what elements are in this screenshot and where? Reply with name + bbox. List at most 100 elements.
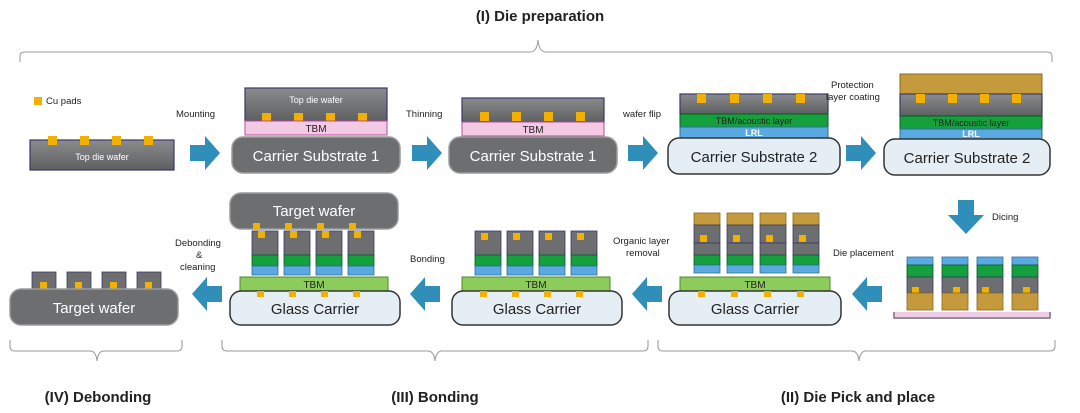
arrow-protection [846, 136, 876, 170]
cu-pad [317, 223, 324, 230]
carrier-substrate-2-a [667, 137, 841, 175]
cu-pad [289, 291, 296, 297]
cu-pad [353, 291, 360, 297]
step-die-placement: Die placement [833, 248, 894, 259]
cu-pad [698, 291, 705, 297]
step-dicing: Dicing [992, 212, 1018, 223]
cu-pad [326, 113, 335, 122]
tbm-label-4: TBM [525, 280, 546, 291]
tbm-layer-2 [461, 121, 605, 137]
brace-bonding [221, 340, 649, 362]
diced-die-column-1 [906, 256, 934, 311]
tbm-label-3: TBM [744, 280, 765, 291]
placed-dies [693, 212, 820, 274]
cu-pad [253, 223, 260, 230]
top-die-wafer-label-2: Top die wafer [289, 95, 343, 105]
arrow-bonding [410, 277, 440, 311]
bonded-dies [251, 230, 375, 276]
tbm-acoustic-label-2: TBM/acoustic layer [933, 118, 1010, 128]
cu-pad [294, 113, 303, 122]
arrow-dicing [948, 200, 984, 234]
section-title-die-preparation: (I) Die preparation [476, 8, 604, 25]
target-wafer-bonded [229, 192, 399, 230]
carrier-substrate-1-b [448, 136, 618, 174]
arrow-mounting [190, 136, 220, 170]
brace-die-pick-place [657, 340, 1056, 362]
cu-pad [576, 112, 585, 121]
tbm-label-1: TBM [305, 124, 326, 135]
cu-pad [731, 291, 738, 297]
cu-pad [544, 291, 551, 297]
arrow-die-placement [852, 277, 882, 311]
step-protection-2: layer coating [826, 92, 880, 103]
carrier-substrate-1-a [231, 136, 401, 174]
arrow-wafer-flip [628, 136, 658, 170]
target-wafer-final [9, 288, 179, 326]
section-title-die-pick-place: (II) Die Pick and place [781, 389, 935, 406]
cu-pad [730, 94, 739, 103]
cu-pad-legend-icon [34, 97, 42, 105]
cu-pad [512, 112, 521, 121]
step-debonding-3: cleaning [180, 262, 215, 273]
cu-pad [349, 223, 356, 230]
step-thinning: Thinning [406, 109, 442, 120]
glass-carrier-c [229, 290, 401, 326]
cu-pad [916, 94, 925, 103]
tbm-layer-1 [244, 120, 388, 136]
carrier-substrate-1-label-b: Carrier Substrate 1 [470, 148, 597, 165]
top-die-wafer-label-1: Top die wafer [75, 152, 129, 162]
cu-pad [796, 94, 805, 103]
cu-pad [257, 291, 264, 297]
cu-pad [797, 291, 804, 297]
cu-pad [576, 291, 583, 297]
cu-pad [1012, 94, 1021, 103]
cu-pad [697, 94, 706, 103]
section-title-debonding: (IV) Debonding [45, 389, 152, 406]
step-organic-2: removal [626, 248, 660, 259]
dicing-tray [893, 312, 1051, 319]
diced-die-column-4 [1011, 256, 1039, 311]
cu-pad [358, 113, 367, 122]
cu-pad [512, 291, 519, 297]
glass-carrier-label-a: Glass Carrier [711, 301, 799, 318]
glass-carrier-b [451, 290, 623, 326]
cu-pad [262, 113, 271, 122]
cu-pad [144, 136, 153, 145]
cu-pads-label: Cu pads [46, 96, 82, 107]
brace-debonding [9, 340, 183, 362]
glass-carrier-label-b: Glass Carrier [493, 301, 581, 318]
diced-die-column-3 [976, 256, 1004, 311]
carrier-substrate-2-label-b: Carrier Substrate 2 [904, 150, 1031, 167]
tbm-label-5: TBM [303, 280, 324, 291]
tbm-acoustic-label-1: TBM/acoustic layer [716, 116, 793, 126]
target-wafer-label-b: Target wafer [53, 300, 136, 317]
cu-pad [112, 136, 121, 145]
section-title-bonding: (III) Bonding [391, 389, 478, 406]
diced-die-column-2 [941, 256, 969, 311]
step-debonding-2: & [196, 250, 203, 261]
glass-carrier-a [668, 290, 842, 326]
step-protection-1: Protection [831, 80, 874, 91]
step-debonding-1: Debonding [175, 238, 221, 249]
cu-pad [763, 94, 772, 103]
step-mounting: Mounting [176, 109, 215, 120]
dicing-tape [894, 312, 1050, 318]
tbm-label-2: TBM [522, 125, 543, 136]
cu-pad [948, 94, 957, 103]
arrow-organic-removal [632, 277, 662, 311]
step-wafer-flip: wafer flip [622, 109, 661, 120]
brace-die-preparation [19, 39, 1053, 62]
carrier-substrate-1-label-a: Carrier Substrate 1 [253, 148, 380, 165]
target-wafer-label-a: Target wafer [273, 203, 356, 220]
cu-pad [480, 291, 487, 297]
cu-pad [544, 112, 553, 121]
step-organic-1: Organic layer [613, 236, 670, 247]
cu-pad [321, 291, 328, 297]
cu-pad [480, 112, 489, 121]
carrier-substrate-2-b [883, 138, 1051, 176]
lrl-label-2: LRL [962, 129, 980, 139]
cleaned-dies [474, 230, 598, 276]
arrow-debonding [192, 277, 222, 311]
lrl-label-1: LRL [745, 128, 763, 138]
